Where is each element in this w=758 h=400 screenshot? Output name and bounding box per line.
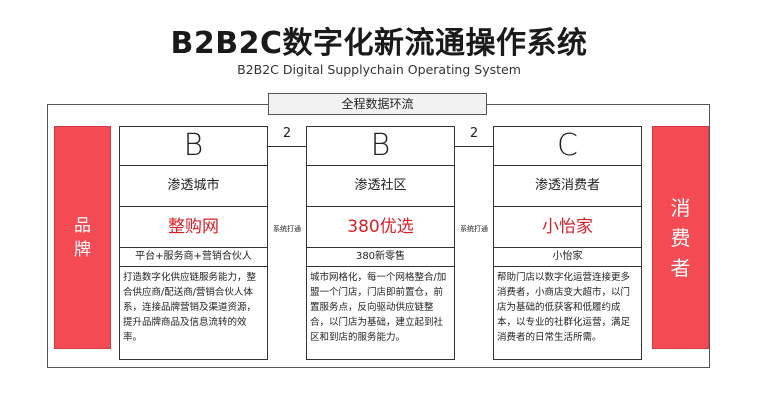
card-description: 帮助门店以数字化运营连接更多消费者，小商店变大超市，以门店为基础的低获客和低履约… [497,272,631,343]
brand-side-char: 牌 [74,239,91,260]
card-name: 渗透城市 [120,166,267,207]
brand-side-char: 品 [74,215,91,236]
connector-label: 系统打通 [460,225,488,233]
card-name: 渗透社区 [307,166,454,207]
page-subtitle: B2B2C Digital Supplychain Operating Syst… [237,62,521,77]
page-title: B2B2C数字化新流通操作系统 [170,26,588,61]
card-brand: 整购网 [120,207,267,248]
card-consumer: C 渗透消费者 小怡家 小怡家 帮助门店以数字化运营连接更多消费者，小商店变大超… [493,126,642,360]
card-letter: C [494,127,641,166]
card-tag: 小怡家 [494,248,641,267]
card-tag: 380新零售 [307,248,454,267]
connector-line [455,146,493,147]
brand-side-panel: 品 牌 [54,126,111,349]
connector-number: 2 [469,126,479,141]
card-tag: 平台+服务商+营销合伙人 [120,248,267,267]
data-loop-label: 全程数据环流 [268,93,487,115]
card-brand: 小怡家 [494,207,641,248]
card-description: 城市网格化，每一个网格整合/加盟一个门店，门店即前置仓，前置服务点，反向驱动供应… [310,272,447,343]
card-community: B 渗透社区 380优选 380新零售 城市网格化，每一个网格整合/加盟一个门店… [306,126,455,360]
consumer-side-char: 者 [670,255,691,280]
connector-number: 2 [282,126,292,141]
consumer-side-panel: 消 费 者 [652,126,709,349]
card-letter: B [120,127,267,166]
card-name: 渗透消费者 [494,166,641,207]
card-description: 打造数字化供应链服务能力，整合供应商/配送商/营销合伙人体系，连接品牌营销及渠道… [123,272,257,343]
card-brand: 380优选 [307,207,454,248]
consumer-side-char: 费 [670,225,691,250]
connector-line [268,146,306,147]
card-city: B 渗透城市 整购网 平台+服务商+营销合伙人 打造数字化供应链服务能力，整合供… [119,126,268,360]
connector-label: 系统打通 [273,225,301,233]
consumer-side-char: 消 [670,195,691,220]
card-letter: B [307,127,454,166]
